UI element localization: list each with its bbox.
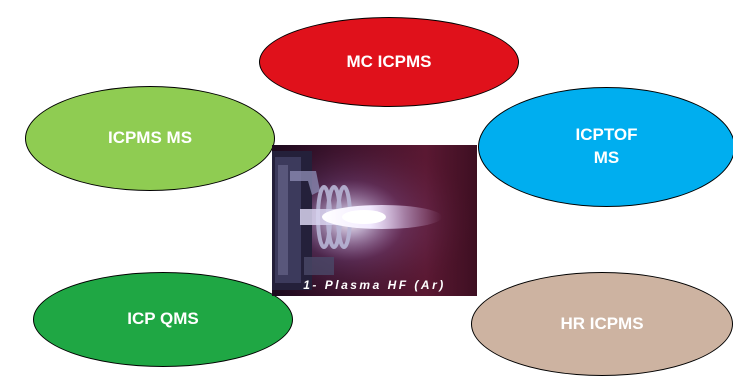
hr-icpms-oval: HR ICPMS (471, 272, 733, 376)
icp-qms-oval: ICP QMS (33, 272, 293, 367)
plasma-torch-image (272, 145, 477, 296)
mc-icpms-label: MC ICPMS (346, 51, 432, 71)
plasma-caption: 1- Plasma HF (Ar) (303, 278, 446, 292)
icpms-ms-label: ICPMS MS (107, 128, 193, 148)
plasma-torch-photo: 1- Plasma HF (Ar) (272, 145, 477, 296)
icptof-ms-label: ICPTOF MS (575, 125, 638, 167)
hr-icpms-label: HR ICPMS (560, 313, 644, 333)
mc-icpms-oval: MC ICPMS (259, 17, 519, 107)
icp-qms-label: ICP QMS (127, 309, 199, 329)
icptof-ms-oval: ICPTOF MS (478, 87, 733, 207)
icpms-ms-oval: ICPMS MS (25, 86, 275, 191)
